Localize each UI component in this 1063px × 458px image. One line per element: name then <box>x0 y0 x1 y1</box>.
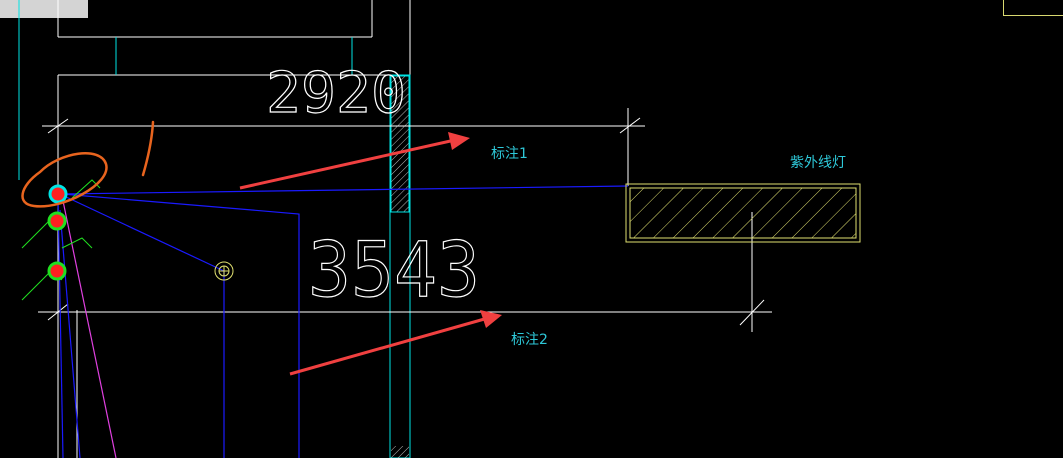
node-3[interactable] <box>47 261 67 281</box>
wall-column <box>389 74 411 458</box>
cyan-partition <box>18 0 353 180</box>
node-2[interactable] <box>47 211 67 231</box>
junction-symbol[interactable] <box>214 261 234 281</box>
dimension-line-1 <box>42 108 645 186</box>
annotation-arrow-2 <box>289 310 502 376</box>
annotation-arrow-1 <box>239 132 470 190</box>
uv-lamp-fixture[interactable] <box>625 183 861 243</box>
annotation-label-2: 标注2 <box>511 332 548 348</box>
dimension-text-2920: 2920 <box>266 61 406 126</box>
node-selected[interactable] <box>48 184 68 204</box>
markup-circle <box>21 120 155 208</box>
window-tab[interactable] <box>0 0 88 18</box>
wiring-magenta <box>61 195 117 458</box>
annotation-label-1: 标注1 <box>491 146 528 162</box>
viewport-corner-frame <box>1003 0 1063 16</box>
wiring-blue <box>57 185 629 458</box>
dimension-text-3543: 3543 <box>308 225 480 314</box>
fixture-label: 紫外线灯 <box>790 155 846 171</box>
